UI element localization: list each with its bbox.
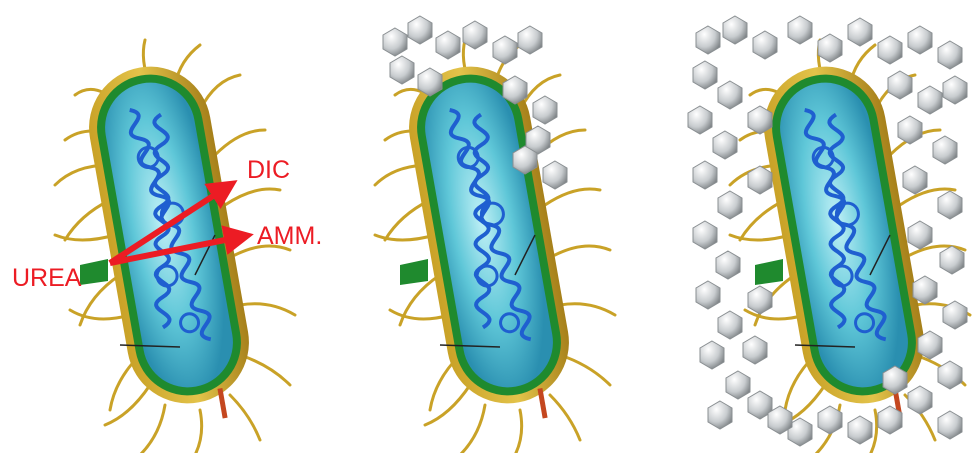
panel-bacterium-fully-encrusted	[688, 16, 970, 453]
dic-label: DIC	[247, 156, 290, 184]
amm-label: AMM.	[257, 222, 322, 250]
panel-bacterium-partially-encrusted	[375, 16, 615, 453]
urea-label: UREA	[12, 264, 82, 292]
panel-bacterium: UREA DIC AMM.	[12, 40, 322, 453]
